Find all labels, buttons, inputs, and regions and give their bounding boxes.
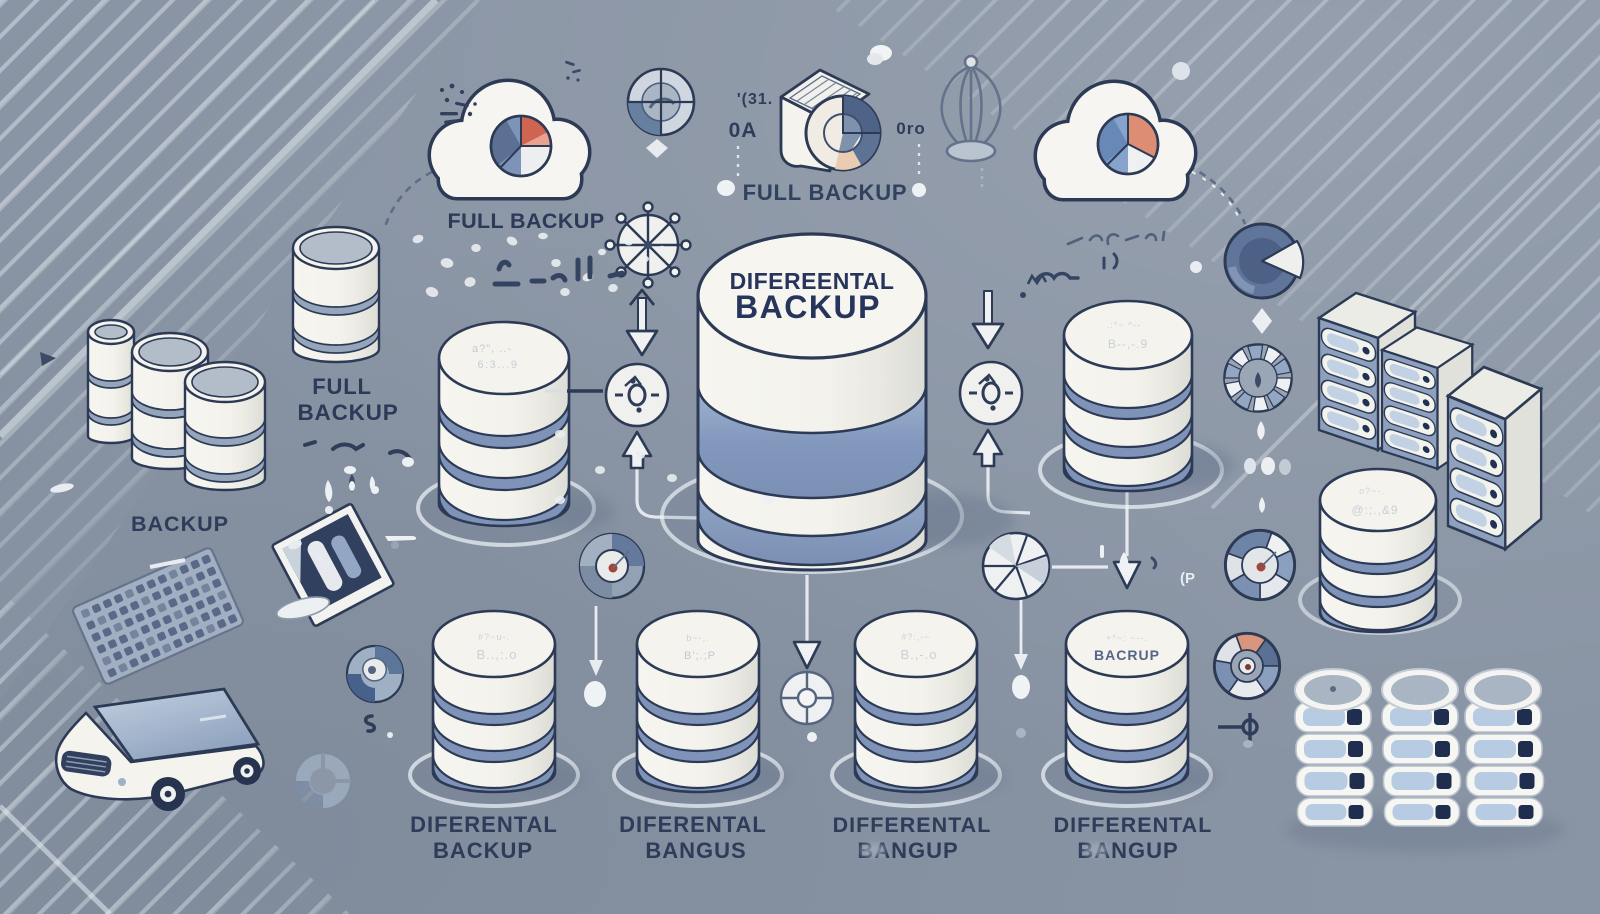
svg-text:B.,-.o: B.,-.o	[900, 647, 937, 662]
svg-text:DIFFERENTAL: DIFFERENTAL	[833, 813, 992, 837]
svg-text:#?~u-.: #?~u-.	[478, 632, 510, 642]
svg-text:0A: 0A	[729, 119, 758, 142]
svg-text:BACRUP: BACRUP	[1094, 647, 1160, 663]
svg-text:'(31.: '(31.	[737, 91, 773, 108]
svg-text:DIFEREENTAL: DIFEREENTAL	[730, 268, 895, 294]
svg-text:@:;.,&9: @:;.,&9	[1351, 503, 1398, 517]
svg-text:6:3...9: 6:3...9	[477, 359, 518, 371]
svg-text:DIFERENTAL: DIFERENTAL	[410, 812, 558, 837]
svg-text:o?~-.: o?~-.	[1359, 486, 1385, 496]
svg-text:BANGUS: BANGUS	[645, 838, 746, 863]
svg-text:BACKUP: BACKUP	[735, 289, 881, 325]
svg-text:B..,:.o: B..,:.o	[477, 647, 518, 662]
svg-text:.:*~ ^--: .:*~ ^--	[1107, 320, 1141, 330]
svg-text:B';.;P: B';.;P	[684, 650, 716, 662]
svg-text:B--,-.9: B--,-.9	[1108, 337, 1148, 351]
svg-text:0ro: 0ro	[896, 119, 925, 138]
svg-text:b~-,.: b~-,.	[686, 633, 709, 643]
svg-text:BACKUP: BACKUP	[131, 512, 229, 536]
svg-text:FULL BACKUP: FULL BACKUP	[743, 180, 908, 205]
svg-text:FULL: FULL	[312, 374, 371, 399]
svg-text:a?", ..-: a?", ..-	[472, 343, 512, 355]
svg-text:BACKUP: BACKUP	[297, 400, 398, 425]
svg-text:#?:,-~: #?:,-~	[901, 632, 930, 642]
svg-text:(P: (P	[1180, 570, 1195, 587]
svg-text:+*~: ~--.: +*~: ~--.	[1106, 633, 1148, 643]
svg-text:FULL BACKUP: FULL BACKUP	[448, 209, 605, 233]
svg-text:DIFFERENTAL: DIFFERENTAL	[1054, 813, 1213, 837]
svg-text:DIFERENTAL: DIFERENTAL	[619, 812, 767, 837]
svg-text:BACKUP: BACKUP	[433, 838, 533, 863]
